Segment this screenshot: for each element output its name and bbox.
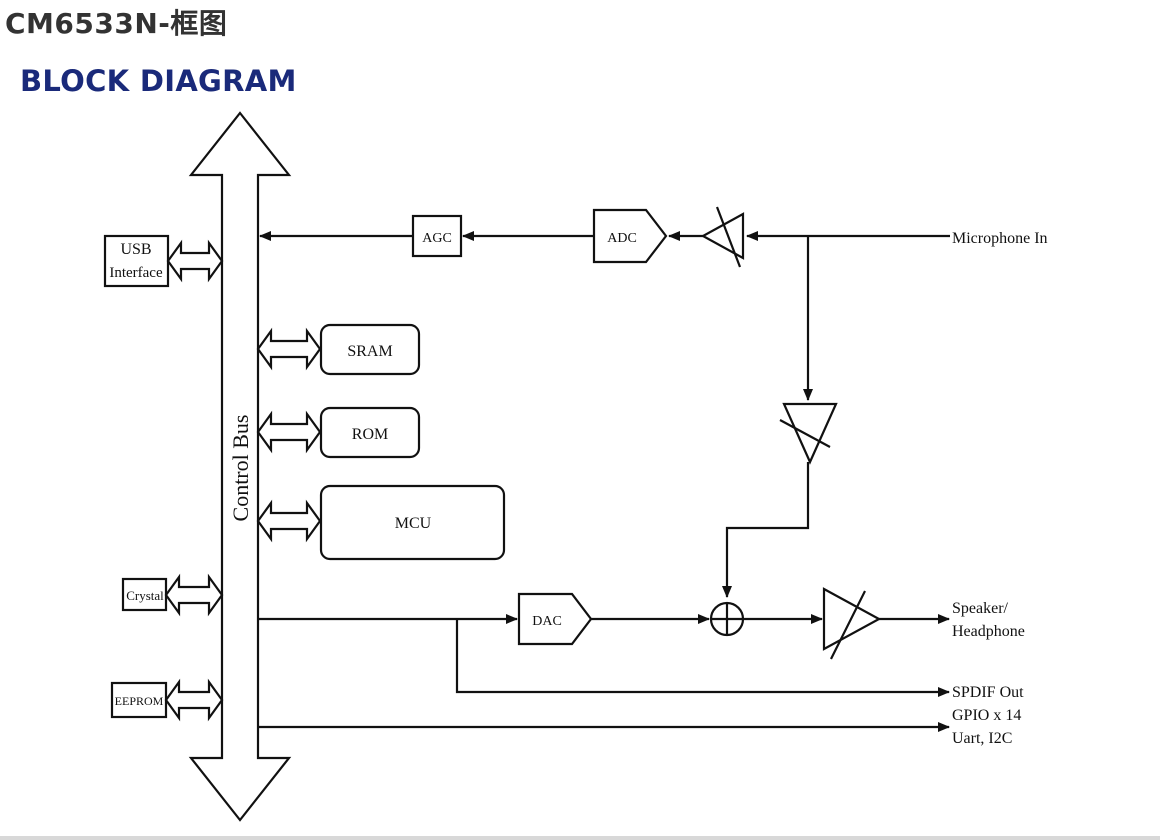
eeprom-connector-arrow <box>164 678 224 722</box>
interface-label: Interface <box>109 265 163 281</box>
rom-block <box>319 406 421 459</box>
mcu-block <box>319 484 506 561</box>
eeprom-block <box>110 681 168 719</box>
sram-label: SRAM <box>347 343 392 360</box>
mcu-label: MCU <box>395 515 432 532</box>
adc-label: ADC <box>607 231 637 246</box>
mcu-connector-arrow <box>256 499 322 543</box>
sram-block <box>319 323 421 376</box>
output-amp-adjust-arrow <box>830 590 866 660</box>
eeprom-label: EEPROM <box>115 694 164 708</box>
uart-label: Uart, I2C <box>952 730 1012 747</box>
rom-label: ROM <box>352 426 388 443</box>
bottom-divider <box>0 836 1160 840</box>
speaker-label: Speaker/ <box>952 600 1009 617</box>
page-title: CM6533N-框图 <box>5 7 228 40</box>
rom-connector-arrow <box>256 410 322 454</box>
usb-connector-arrow <box>166 239 224 283</box>
usb-label: USB <box>120 241 151 258</box>
crystal-block <box>121 577 168 612</box>
spdif-out-line <box>455 619 950 697</box>
control-bus-label: Control Bus <box>228 415 253 522</box>
sram-connector-arrow <box>256 327 322 371</box>
adc-block <box>592 208 668 264</box>
spdif-label: SPDIF Out <box>952 684 1024 701</box>
headphone-label: Headphone <box>952 623 1025 640</box>
monitor-amp <box>782 402 838 465</box>
control-bus-arrow <box>188 111 292 822</box>
agc-label: AGC <box>422 231 452 246</box>
mic-in-label: Microphone In <box>952 230 1048 247</box>
usb-interface-block <box>103 234 170 288</box>
dac-block <box>517 592 593 646</box>
mic-preamp-adjust-arrow <box>715 206 742 268</box>
monitor-to-mixer-line <box>722 462 810 598</box>
crystal-label: Crystal <box>126 588 164 603</box>
gpio-label: GPIO x 14 <box>952 707 1021 724</box>
monitor-amp-adjust-arrow <box>779 419 831 448</box>
crystal-connector-arrow <box>164 573 224 617</box>
dac-label: DAC <box>532 614 562 629</box>
section-title: BLOCK DIAGRAM <box>20 64 297 98</box>
